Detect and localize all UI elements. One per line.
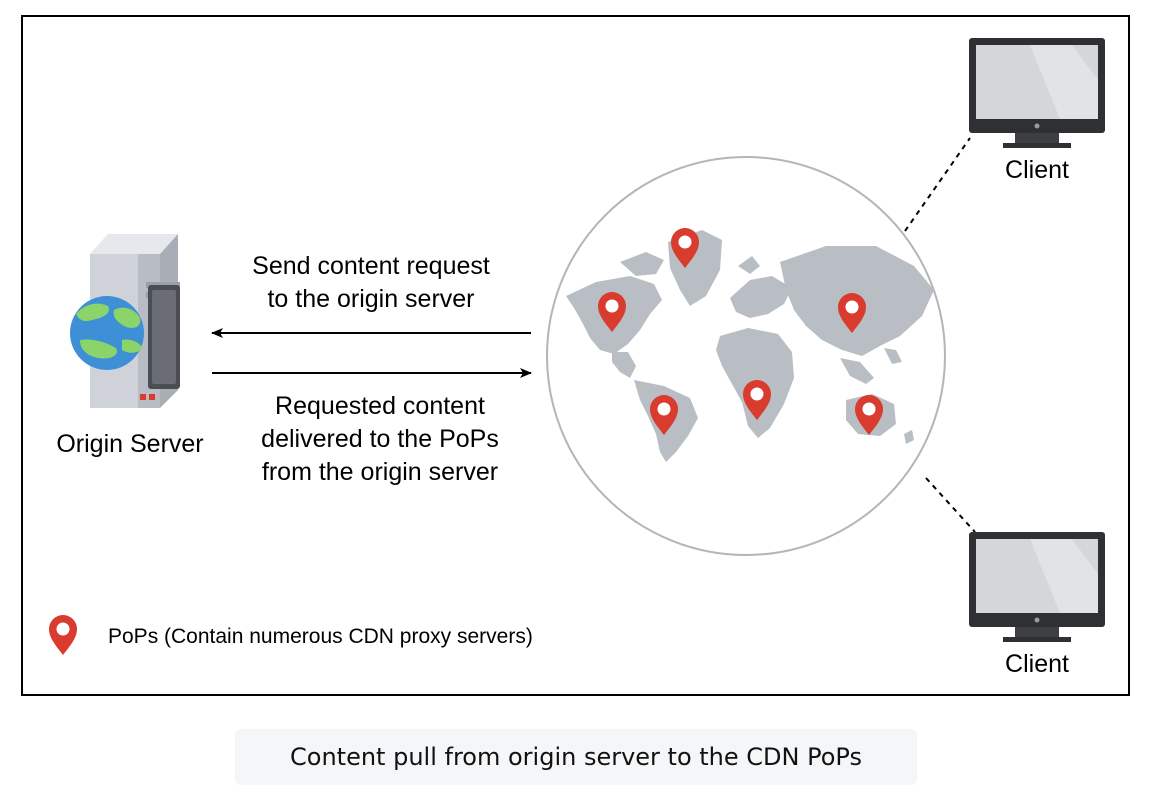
world-map-circle: [546, 156, 946, 556]
client-bottom-connector: [925, 477, 976, 533]
client-top-label: Client: [1005, 156, 1069, 184]
monitor-icon: [969, 38, 1105, 148]
monitor-icon: [969, 532, 1105, 642]
request-label-line1: Send content request: [252, 252, 490, 280]
diagram-caption: Content pull from origin server to the C…: [235, 729, 917, 785]
response-label-line2: delivered to the PoPs: [261, 425, 499, 453]
response-label-line3: from the origin server: [262, 458, 498, 486]
request-label-line2: to the origin server: [267, 285, 474, 313]
client-top-connector: [904, 137, 971, 232]
origin-server-icon: [70, 234, 180, 408]
client-bottom-label: Client: [1005, 650, 1069, 678]
response-label-line1: Requested content: [275, 392, 485, 420]
origin-server-label: Origin Server: [56, 430, 203, 458]
globe-icon: [70, 296, 144, 370]
legend-label: PoPs (Contain numerous CDN proxy servers…: [108, 625, 533, 648]
